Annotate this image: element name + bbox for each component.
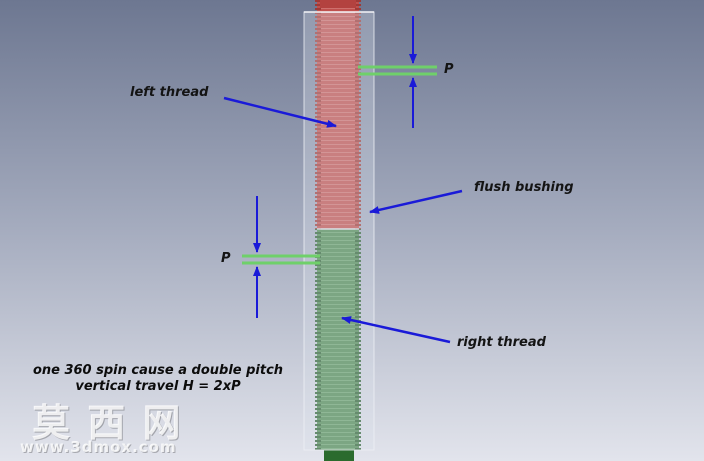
label-flush-bushing: flush bushing: [474, 180, 574, 195]
note-line-1: one 360 spin cause a double pitch: [32, 363, 284, 378]
flush-bushing: [303, 11, 375, 451]
arrow-flush-bushing: [369, 189, 463, 214]
arrow-left-thread: [223, 96, 337, 128]
watermark-url: www.3dmox.com: [20, 438, 177, 456]
right-thread: [315, 228, 361, 450]
label-pitch-top: P: [444, 62, 454, 77]
watermark-chinese: 莫 西 网: [32, 401, 183, 445]
note-line-2: vertical travel H = 2xP: [75, 379, 241, 394]
label-right-thread: right thread: [457, 335, 546, 350]
label-pitch-bottom: P: [221, 251, 231, 266]
pitch-lines-top: [358, 65, 437, 76]
travel-note: one 360 spin cause a double pitch vertic…: [8, 363, 308, 395]
shaft-bottom: [324, 448, 354, 461]
arrow-right-thread: [341, 316, 451, 344]
label-left-thread: left thread: [130, 85, 209, 100]
pitch-lines-bottom: [242, 254, 320, 265]
left-thread: [315, 0, 361, 229]
